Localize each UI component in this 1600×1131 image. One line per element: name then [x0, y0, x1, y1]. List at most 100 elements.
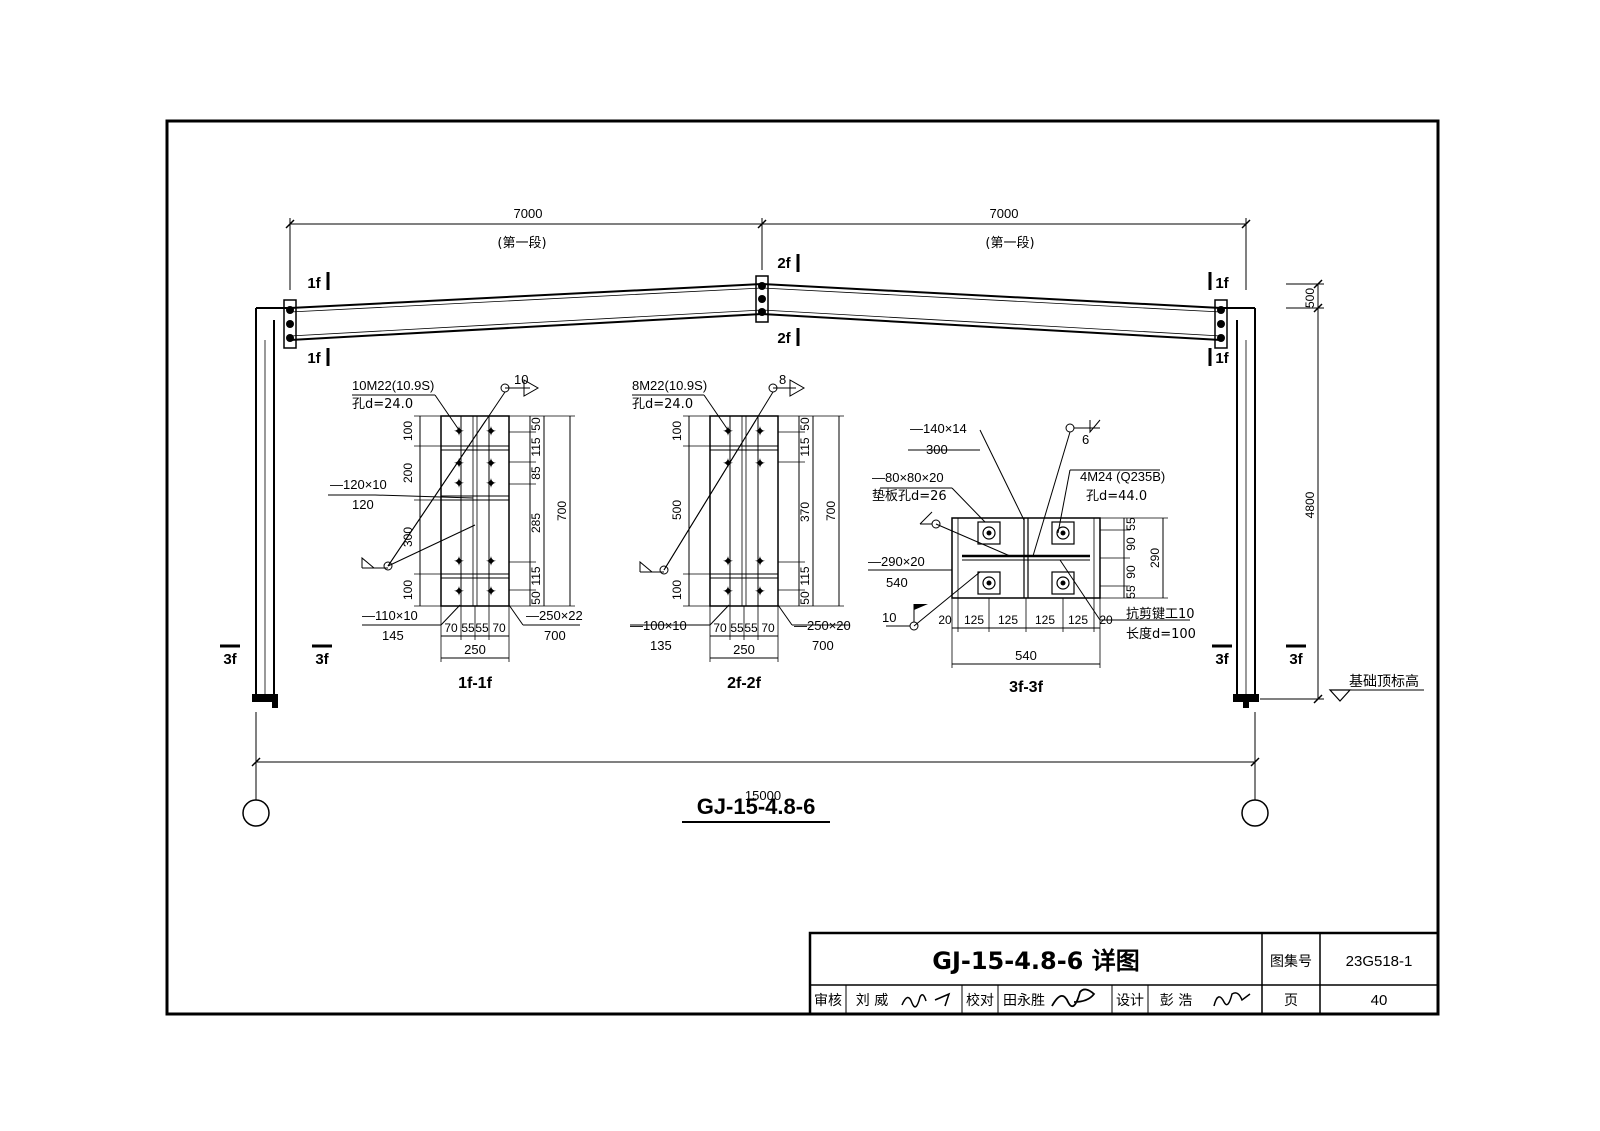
d1-left-dim-3: 300	[401, 527, 415, 547]
dim-rise: 500	[1303, 288, 1317, 308]
svg-text:✦: ✦	[453, 423, 465, 439]
d3-right-dim-3: 90	[1124, 565, 1138, 579]
mark-1f-br: 1f	[1215, 350, 1229, 367]
d1-left-dim-1: 100	[401, 421, 415, 441]
svg-text:✦: ✦	[754, 553, 766, 569]
svg-text:✦: ✦	[754, 583, 766, 599]
mark-1f-bl: 1f	[307, 350, 321, 367]
d2-left-dim-2: 500	[670, 500, 684, 520]
d3-bottom-dim-2: 125	[964, 613, 984, 627]
d1-right-dim-3: 85	[529, 466, 543, 480]
d2-hole: 孔d=24.0	[632, 397, 693, 412]
d3-stiffener: —140×14	[910, 421, 967, 436]
d3-base-plate: —290×20	[868, 554, 925, 569]
d2-left-dim-3: 100	[670, 580, 684, 600]
mark-3f-4: 3f	[1289, 651, 1303, 668]
sheet-border	[165, 119, 1440, 1016]
d3-anchor-hole: 孔d=44.0	[1086, 489, 1147, 504]
d3-bottom-dim-6: 20	[1099, 613, 1113, 627]
d3-right-dim-2: 90	[1124, 537, 1138, 551]
mark-2f-bottom: 2f	[777, 330, 791, 347]
d3-weld-size: 6	[1082, 432, 1089, 447]
d1-end-plate: —250×22	[526, 608, 583, 623]
d3-stiffener-l: 300	[926, 442, 948, 457]
d2-width: 250	[733, 642, 755, 657]
svg-text:✦: ✦	[453, 455, 465, 471]
mark-3f-3: 3f	[1215, 651, 1229, 668]
d2-right-dim-4: 115	[798, 566, 812, 585]
d2-bottom-dim-1: 70	[713, 621, 727, 635]
d1-right-dim-2: 115	[529, 437, 543, 456]
d1-stiffener-w: 120	[352, 497, 374, 512]
d1-right-dim-6: 50	[529, 591, 543, 605]
section-marks	[220, 254, 1306, 648]
axis-bubble-right	[1241, 799, 1269, 827]
d1-right-dim-4: 285	[529, 513, 543, 533]
d2-total-h: 700	[824, 501, 838, 521]
d3-bottom-dim-5: 125	[1068, 613, 1088, 627]
d1-plate-small: —110×10	[362, 608, 418, 623]
designer-name: 彭 浩	[1160, 993, 1192, 1009]
d3-washer-hole: 垫板孔d=26	[872, 488, 947, 504]
top-dimensions	[285, 218, 1251, 290]
d2-right-dim-5: 50	[798, 591, 812, 605]
d3-bottom-dim-3: 125	[998, 613, 1018, 627]
d1-plate-small-w: 145	[382, 628, 404, 643]
d2-right-dim-3: 370	[798, 502, 812, 522]
d2-right-dim-1: 50	[798, 417, 812, 431]
detail-1f-plate: ✦✦ ✦✦ ✦✦ ✦✦ ✦✦	[328, 379, 580, 662]
page-label: 页	[1284, 993, 1298, 1009]
d2-weld-size: 8	[779, 372, 786, 387]
mark-1f-tl: 1f	[307, 275, 321, 292]
segment-label-right: (第一段)	[985, 236, 1034, 251]
d1-left-dim-2: 200	[401, 463, 415, 483]
review-label: 审核	[814, 993, 842, 1009]
d3-bottom-dim-4: 125	[1035, 613, 1055, 627]
dim-total-span: 15000	[745, 788, 781, 803]
dim-span-right: 7000	[990, 206, 1019, 221]
signature-reviewer	[901, 992, 951, 1008]
d3-weld-size-2: 10	[882, 610, 896, 625]
d1-bottom-dim-4: 70	[492, 621, 506, 635]
d1-end-plate-l: 700	[544, 628, 566, 643]
mark-1f-tr: 1f	[1215, 275, 1229, 292]
d1-bottom-dim-3: 55	[475, 621, 489, 635]
d2-end-plate: —250×20	[794, 618, 851, 633]
d3-width: 540	[1015, 648, 1037, 663]
bottom-dimension	[242, 712, 1269, 827]
atlas-number: 23G518-1	[1346, 953, 1413, 970]
d2-bottom-dim-2: 55	[730, 621, 744, 635]
svg-text:✦: ✦	[485, 475, 497, 491]
d1-total-h: 700	[555, 501, 569, 521]
checker-name: 田永胜	[1003, 993, 1045, 1009]
svg-text:✦: ✦	[485, 423, 497, 439]
d1-stiffener: —120×10	[330, 477, 387, 492]
check-label: 校对	[966, 992, 994, 1009]
d1-bolt-spec: 10M22(10.9S)	[352, 378, 434, 393]
d3-total-h: 290	[1148, 548, 1162, 568]
mark-2f-top: 2f	[777, 255, 791, 272]
svg-text:✦: ✦	[485, 553, 497, 569]
d3-bottom-dim-1: 20	[938, 613, 952, 627]
d3-shear-key: 抗剪键工10	[1126, 606, 1195, 622]
svg-text:✦: ✦	[722, 553, 734, 569]
svg-text:✦: ✦	[722, 583, 734, 599]
d2-plate-small-w: 135	[650, 638, 672, 653]
d1-right-dim-5: 115	[529, 566, 543, 585]
d2-left-dim-1: 100	[670, 421, 684, 441]
segment-label-left: (第一段)	[497, 236, 546, 251]
svg-text:✦: ✦	[485, 583, 497, 599]
d1-width: 250	[464, 642, 486, 657]
design-label: 设计	[1116, 993, 1144, 1009]
reviewer-name: 刘 威	[856, 993, 888, 1009]
svg-text:✦: ✦	[754, 423, 766, 439]
portal-frame	[252, 275, 1259, 708]
d1-title: 1f-1f	[458, 675, 492, 692]
svg-text:✦: ✦	[453, 553, 465, 569]
d3-right-dim-4: 55	[1124, 585, 1138, 599]
d1-right-dim-1: 50	[529, 417, 543, 431]
signature-designer	[1213, 992, 1251, 1007]
d1-left-dim-4: 100	[401, 580, 415, 600]
